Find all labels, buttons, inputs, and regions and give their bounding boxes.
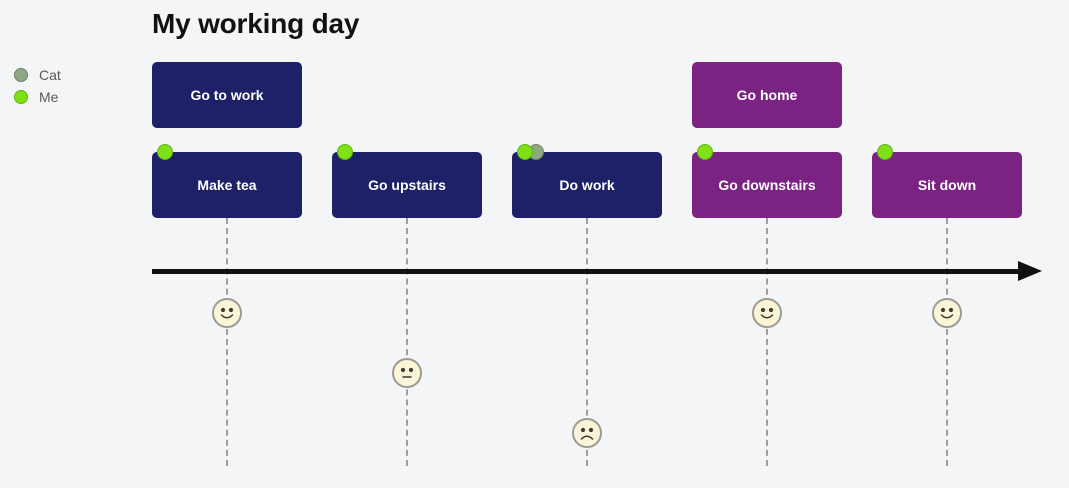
task-box-go-to-work[interactable]: Go to work bbox=[152, 62, 302, 128]
sad-face-icon bbox=[572, 418, 602, 448]
connector-line bbox=[946, 218, 948, 466]
task-box-go-home[interactable]: Go home bbox=[692, 62, 842, 128]
happy-face-icon bbox=[212, 298, 242, 328]
neutral-face-icon bbox=[392, 358, 422, 388]
task-box-label: Do work bbox=[559, 177, 615, 193]
participant-marker-me bbox=[337, 144, 353, 160]
connector-line bbox=[586, 218, 588, 466]
task-box-go-upstairs[interactable]: Go upstairs bbox=[332, 144, 482, 218]
participant-marker-me bbox=[877, 144, 893, 160]
task-box-label: Go upstairs bbox=[368, 177, 446, 193]
happy-face-icon bbox=[752, 298, 782, 328]
task-box-sit-down[interactable]: Sit down bbox=[872, 144, 1022, 218]
task-box-label: Go home bbox=[736, 87, 798, 103]
legend-item-label: Cat bbox=[39, 67, 61, 83]
task-box-make-tea[interactable]: Make tea bbox=[152, 144, 302, 218]
legend-item-cat: Cat bbox=[14, 64, 124, 86]
connector-line bbox=[406, 218, 408, 466]
page-title: My working day bbox=[152, 8, 360, 39]
legend-item-me: Me bbox=[14, 86, 124, 108]
task-box-go-downstairs[interactable]: Go downstairs bbox=[692, 144, 842, 218]
task-box-label: Go downstairs bbox=[718, 177, 816, 193]
legend-swatch-icon bbox=[14, 68, 28, 82]
task-box-label: Sit down bbox=[917, 177, 977, 193]
participant-marker-me bbox=[697, 144, 713, 160]
participant-marker-me bbox=[157, 144, 173, 160]
timeline-arrow-icon bbox=[1018, 261, 1042, 281]
legend-item-label: Me bbox=[39, 89, 59, 105]
timeline-axis-line bbox=[152, 269, 1020, 274]
task-box-label: Make tea bbox=[197, 177, 257, 193]
timeline-axis bbox=[152, 261, 1042, 281]
task-box-label: Go to work bbox=[190, 87, 264, 103]
task-box-do-work[interactable]: Do work bbox=[512, 144, 662, 218]
connector-line bbox=[766, 218, 768, 466]
happy-face-icon bbox=[932, 298, 962, 328]
connector-line bbox=[226, 218, 228, 466]
participant-marker-me bbox=[517, 144, 533, 160]
legend-swatch-icon bbox=[14, 90, 28, 104]
